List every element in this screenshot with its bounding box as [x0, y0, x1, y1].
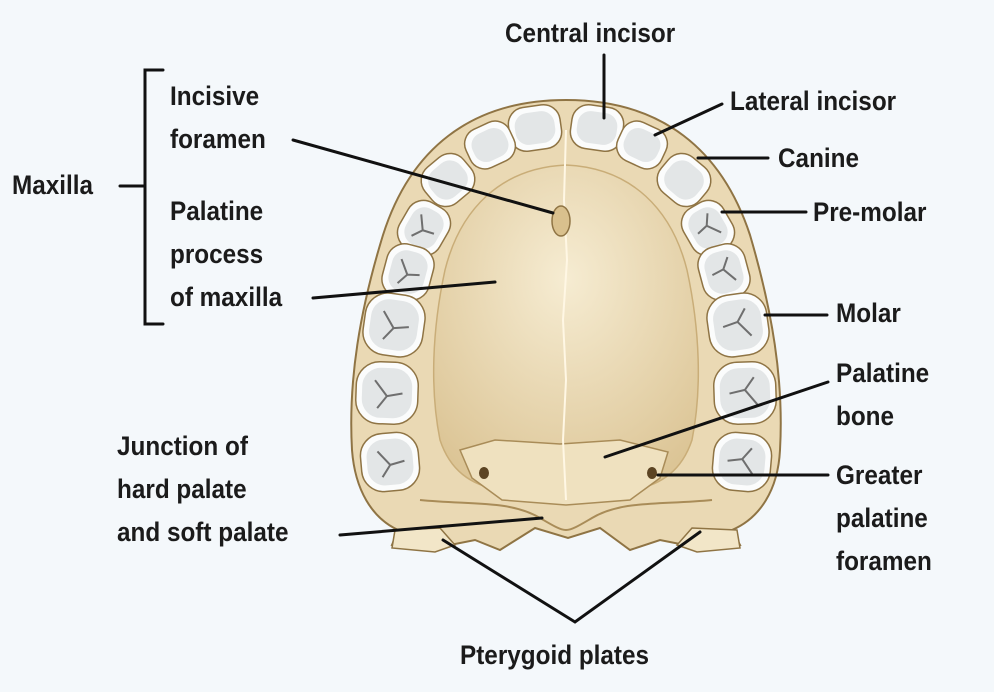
label-palatine-process: Palatine process of maxilla	[170, 196, 283, 312]
label-pterygoid-plates: Pterygoid plates	[460, 640, 650, 670]
label-palatine-bone: Palatine bone	[836, 358, 930, 431]
right-third-molar-tooth	[711, 431, 773, 493]
greater-palatine-foramen-right	[647, 467, 657, 479]
right-second-molar-tooth	[712, 360, 778, 426]
leader-pterygoid-plates	[441, 530, 702, 624]
greater-palatine-foramen-left	[479, 467, 489, 479]
label-maxilla: Maxilla	[12, 170, 94, 200]
median-suture	[561, 129, 569, 501]
leader-lateral-incisor	[653, 102, 724, 137]
left-canine-tooth	[420, 152, 476, 208]
label-incisive-foramen: Incisive foramen	[170, 81, 266, 154]
left-first-molar-tooth	[362, 292, 426, 358]
incisive-foramen	[551, 205, 571, 237]
right-central-incisor-tooth	[569, 104, 625, 152]
right-lateral-incisor-tooth	[615, 120, 669, 170]
left-lateral-incisor-tooth	[463, 120, 517, 170]
left-central-incisor-tooth	[507, 104, 563, 152]
left-third-molar-tooth	[359, 431, 421, 493]
leader-palatine-bone	[603, 380, 830, 459]
label-junction: Junction of hard palate and soft palate	[117, 431, 289, 547]
label-canine: Canine	[778, 143, 860, 173]
leader-palatine-process	[311, 280, 497, 300]
right-canine-tooth	[656, 152, 712, 208]
right-second-premolar-tooth	[697, 243, 751, 301]
teeth-group	[354, 104, 778, 493]
label-greater-palatine-foramen: Greater palatine foramen	[836, 460, 932, 576]
label-pre-molar: Pre-molar	[813, 197, 927, 227]
posterior-edge	[419, 499, 713, 532]
left-first-premolar-tooth	[396, 199, 452, 257]
maxilla-bracket	[143, 68, 165, 326]
right-first-premolar-tooth	[680, 199, 736, 257]
left-second-molar-tooth	[354, 360, 420, 426]
leader-lines	[118, 53, 830, 624]
leader-junction	[338, 516, 544, 537]
label-molar: Molar	[836, 298, 901, 328]
pterygoid-plate-right	[675, 527, 741, 553]
right-first-molar-tooth	[706, 292, 770, 358]
label-lateral-incisor: Lateral incisor	[730, 86, 897, 116]
left-second-premolar-tooth	[381, 243, 435, 301]
leader-incisive-foramen	[291, 138, 555, 215]
label-central-incisor: Central incisor	[505, 18, 676, 48]
